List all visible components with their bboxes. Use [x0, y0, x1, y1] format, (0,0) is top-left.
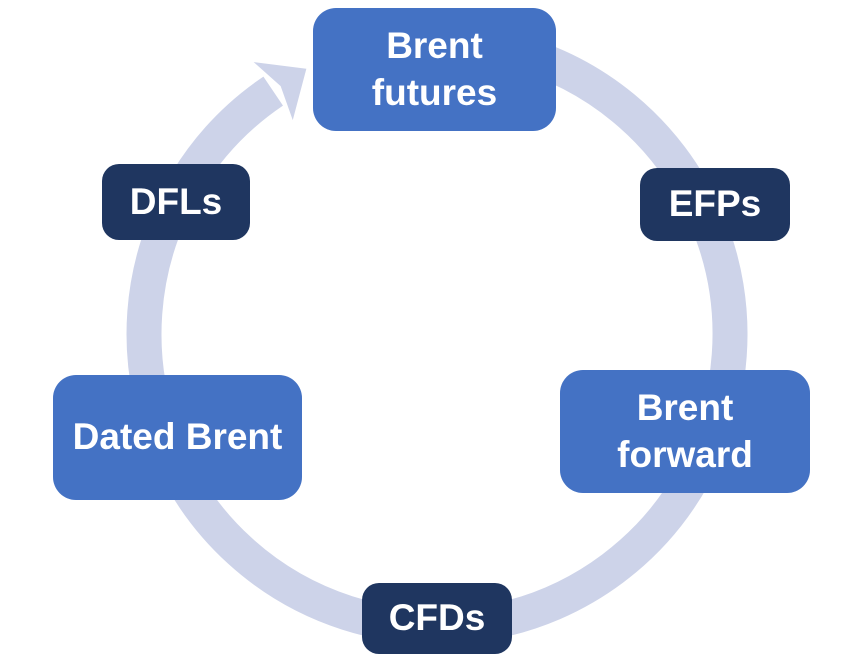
node-dfls: DFLs: [102, 164, 250, 240]
node-dated-brent: Dated Brent: [53, 375, 302, 500]
cycle-ring-arc: [126, 34, 748, 645]
node-dfls-label: DFLs: [129, 180, 223, 222]
node-dated-brent-label: Dated Brent: [72, 416, 283, 458]
node-brent-futures-label: Brent futures: [371, 25, 498, 113]
node-brent-futures: Brent futures: [313, 8, 556, 131]
node-cfds: CFDs: [362, 583, 512, 654]
node-efps-label: EFPs: [668, 183, 762, 225]
node-cfds-label: CFDs: [388, 597, 486, 639]
node-brent-forward-label: Brent forward: [617, 387, 753, 475]
node-efps: EFPs: [640, 168, 790, 241]
node-brent-forward: Brent forward: [560, 370, 810, 493]
